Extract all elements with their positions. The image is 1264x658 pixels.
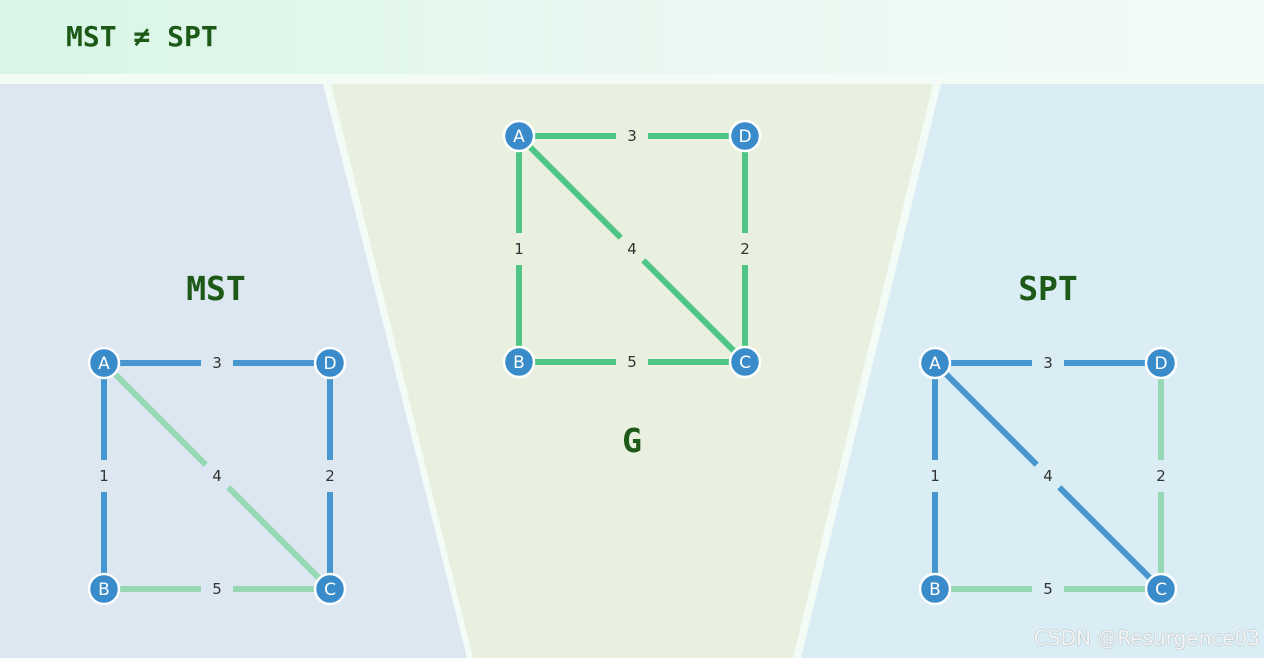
node-circle — [918, 346, 952, 380]
edge-ac-segment — [943, 371, 1039, 467]
node-label: B — [98, 580, 110, 600]
node-circle — [313, 572, 347, 606]
edge-ac-weight-label: 4 — [627, 240, 637, 258]
node-c: C — [728, 345, 762, 379]
panel-mst-title: MST — [186, 269, 246, 308]
node-label: C — [324, 580, 336, 600]
node-circle — [87, 572, 121, 606]
node-label: D — [323, 354, 336, 374]
edge-ac-segment — [527, 144, 623, 240]
node-label: C — [739, 353, 751, 373]
edge-bc-weight-label: 5 — [212, 580, 222, 598]
node-circle — [728, 119, 762, 153]
node-b: B — [502, 345, 536, 379]
node-circle — [87, 346, 121, 380]
edge-ac-segment — [226, 485, 322, 581]
node-label: D — [738, 127, 751, 147]
graph-mst: 3 1 4 2 5 A B C D — [87, 346, 347, 606]
watermark: CSDN @Resurgence03 — [1033, 626, 1260, 650]
panel-spt: SPT 3 1 4 2 5 A B C D — [918, 269, 1178, 606]
node-label: C — [1155, 580, 1167, 600]
edge-bc-weight-label: 5 — [627, 353, 637, 371]
node-label: B — [513, 353, 525, 373]
node-circle — [502, 119, 536, 153]
node-label: A — [98, 354, 110, 374]
edge-ab-weight-label: 1 — [514, 240, 524, 258]
node-a: A — [502, 119, 536, 153]
panel-spt-title: SPT — [1018, 269, 1078, 308]
edge-ac-segment — [1057, 485, 1153, 581]
edge-ab-weight-label: 1 — [930, 467, 940, 485]
panel-mst-background — [0, 84, 467, 658]
node-label: A — [513, 127, 525, 147]
edge-ad-weight-label: 3 — [1043, 354, 1053, 372]
node-b: B — [918, 572, 952, 606]
node-label: A — [929, 354, 941, 374]
panel-spt-background — [801, 84, 1264, 658]
graph-g: 3 1 4 2 5 A B C D — [502, 119, 762, 379]
node-circle — [728, 345, 762, 379]
panel-g: 3 1 4 2 5 A B C D G — [502, 119, 762, 460]
node-c: C — [313, 572, 347, 606]
node-label: D — [1154, 354, 1167, 374]
node-a: A — [918, 346, 952, 380]
node-a: A — [87, 346, 121, 380]
edge-ac-segment — [641, 258, 737, 354]
edge-dc-weight-label: 2 — [325, 467, 335, 485]
node-b: B — [87, 572, 121, 606]
graph-spt: 3 1 4 2 5 A B C D — [918, 346, 1178, 606]
node-circle — [918, 572, 952, 606]
edge-dc-weight-label: 2 — [740, 240, 750, 258]
node-d: D — [313, 346, 347, 380]
node-c: C — [1144, 572, 1178, 606]
edge-dc-weight-label: 2 — [1156, 467, 1166, 485]
node-circle — [1144, 572, 1178, 606]
node-d: D — [1144, 346, 1178, 380]
header-banner: MST ≠ SPT — [0, 0, 1264, 74]
edge-ac-segment — [112, 371, 208, 467]
panel-g-background — [331, 84, 933, 658]
edge-ac-weight-label: 4 — [1043, 467, 1053, 485]
panel-g-title: G — [622, 421, 642, 460]
edge-ad-weight-label: 3 — [212, 354, 222, 372]
edge-bc-weight-label: 5 — [1043, 580, 1053, 598]
panel-mst: MST 3 1 4 2 5 A B C D — [87, 269, 347, 606]
node-d: D — [728, 119, 762, 153]
edge-ab-weight-label: 1 — [99, 467, 109, 485]
node-circle — [1144, 346, 1178, 380]
edge-ac-weight-label: 4 — [212, 467, 222, 485]
node-label: B — [929, 580, 941, 600]
node-circle — [313, 346, 347, 380]
edge-ad-weight-label: 3 — [627, 127, 637, 145]
node-circle — [502, 345, 536, 379]
page-title: MST ≠ SPT — [66, 20, 218, 53]
